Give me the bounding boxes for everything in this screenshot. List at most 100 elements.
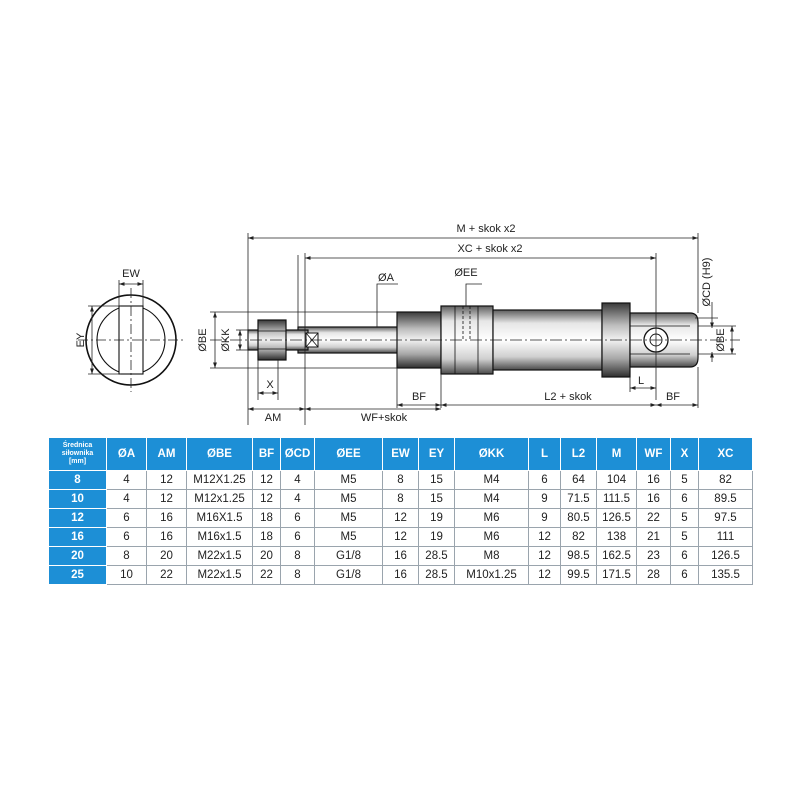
table-cell: M22x1.5 — [186, 565, 253, 585]
table-cell: 22 — [252, 565, 281, 585]
table-cell: 6 — [670, 489, 699, 509]
table-cell: 97.5 — [698, 508, 753, 528]
label-bf-right: BF — [666, 391, 680, 403]
table-cell: 8 — [280, 565, 315, 585]
table-cell: M6 — [454, 508, 529, 528]
label-l: L — [638, 375, 644, 387]
table-cell: 111.5 — [596, 489, 637, 509]
table-cell: 12 — [528, 565, 561, 585]
table-cell: 8 — [382, 470, 419, 490]
dimensions: M + skok x2 XC + skok x2 ØA ØEE ØCD (H9)… — [197, 223, 736, 425]
table-cell: 111 — [698, 527, 753, 547]
table-cell: 9 — [528, 489, 561, 509]
header-cell: WF — [636, 437, 671, 471]
dimensions-table: Średnica siłownika [mm] ØA AM ØBE BF ØCD… — [48, 437, 753, 585]
table-cell: 9 — [528, 508, 561, 528]
header-cell: L — [528, 437, 561, 471]
table-cell: 135.5 — [698, 565, 753, 585]
table-cell: 12 — [146, 489, 187, 509]
table-cell: 8 — [280, 546, 315, 566]
table-cell: 99.5 — [560, 565, 597, 585]
label-ey: EY — [75, 332, 87, 347]
table-cell: 98.5 — [560, 546, 597, 566]
header-cell: M — [596, 437, 637, 471]
bore-cell: 10 — [48, 489, 107, 509]
table-cell: M16x1.5 — [186, 527, 253, 547]
table-cell: G1/8 — [314, 546, 383, 566]
side-view — [210, 302, 740, 378]
table-cell: M10x1.25 — [454, 565, 529, 585]
table-cell: 12 — [382, 508, 419, 528]
label-wf-skok: WF+skok — [361, 412, 408, 424]
header-cell: ØBE — [186, 437, 253, 471]
table-cell: M12x1.25 — [186, 489, 253, 509]
header-cell: ØEE — [314, 437, 383, 471]
table-cell: M5 — [314, 508, 383, 528]
table-cell: 64 — [560, 470, 597, 490]
label-dia-ee: ØEE — [454, 267, 477, 279]
table-cell: 162.5 — [596, 546, 637, 566]
table-cell: 16 — [636, 489, 671, 509]
header-cell: X — [670, 437, 699, 471]
table-cell: 6 — [106, 527, 147, 547]
header-cell: ØA — [106, 437, 147, 471]
header-cell: EY — [418, 437, 455, 471]
table-cell: M8 — [454, 546, 529, 566]
table-cell: 71.5 — [560, 489, 597, 509]
table-cell: 23 — [636, 546, 671, 566]
table-cell: 6 — [670, 565, 699, 585]
label-am: AM — [265, 412, 282, 424]
table-cell: M5 — [314, 527, 383, 547]
table-cell: 22 — [146, 565, 187, 585]
table-cell: 19 — [418, 527, 455, 547]
table-cell: M4 — [454, 470, 529, 490]
table-cell: 8 — [106, 546, 147, 566]
table-cell: 171.5 — [596, 565, 637, 585]
table-cell: M12X1.25 — [186, 470, 253, 490]
table-cell: 6 — [280, 527, 315, 547]
table-cell: 5 — [670, 470, 699, 490]
table-cell: 19 — [418, 508, 455, 528]
table-cell: 28.5 — [418, 565, 455, 585]
table-cell: 4 — [280, 489, 315, 509]
label-xc-total: XC + skok x2 — [457, 243, 522, 255]
table-cell: 126.5 — [698, 546, 753, 566]
header-cell: EW — [382, 437, 419, 471]
header-cell: L2 — [560, 437, 597, 471]
table-cell: 10 — [106, 565, 147, 585]
table-cell: 16 — [146, 508, 187, 528]
end-view: EW EY — [75, 268, 184, 392]
bore-cell: 16 — [48, 527, 107, 547]
table-cell: 16 — [382, 546, 419, 566]
table-cell: 6 — [106, 508, 147, 528]
label-dia-cd: ØCD (H9) — [701, 258, 713, 307]
table-cell: 28.5 — [418, 546, 455, 566]
table-cell: 4 — [280, 470, 315, 490]
table-cell: 82 — [560, 527, 597, 547]
table-cell: 22 — [636, 508, 671, 528]
bore-cell: 12 — [48, 508, 107, 528]
header-cell: XC — [698, 437, 753, 471]
table-cell: 5 — [670, 508, 699, 528]
table-cell: 6 — [528, 470, 561, 490]
table-cell: M22x1.5 — [186, 546, 253, 566]
table-cell: 12 — [252, 489, 281, 509]
label-x: X — [266, 379, 274, 391]
table-cell: 4 — [106, 470, 147, 490]
table-cell: 104 — [596, 470, 637, 490]
cylinder-drawing: EW EY — [75, 223, 740, 425]
label-dia-a: ØA — [378, 272, 395, 284]
table-cell: 16 — [382, 565, 419, 585]
table-cell: M4 — [454, 489, 529, 509]
table-cell: 15 — [418, 489, 455, 509]
table-cell: 16 — [146, 527, 187, 547]
label-ew: EW — [122, 268, 140, 280]
table-cell: 4 — [106, 489, 147, 509]
table-cell: 12 — [528, 546, 561, 566]
table-cell: M16X1.5 — [186, 508, 253, 528]
table-cell: 12 — [252, 470, 281, 490]
table-cell: 21 — [636, 527, 671, 547]
